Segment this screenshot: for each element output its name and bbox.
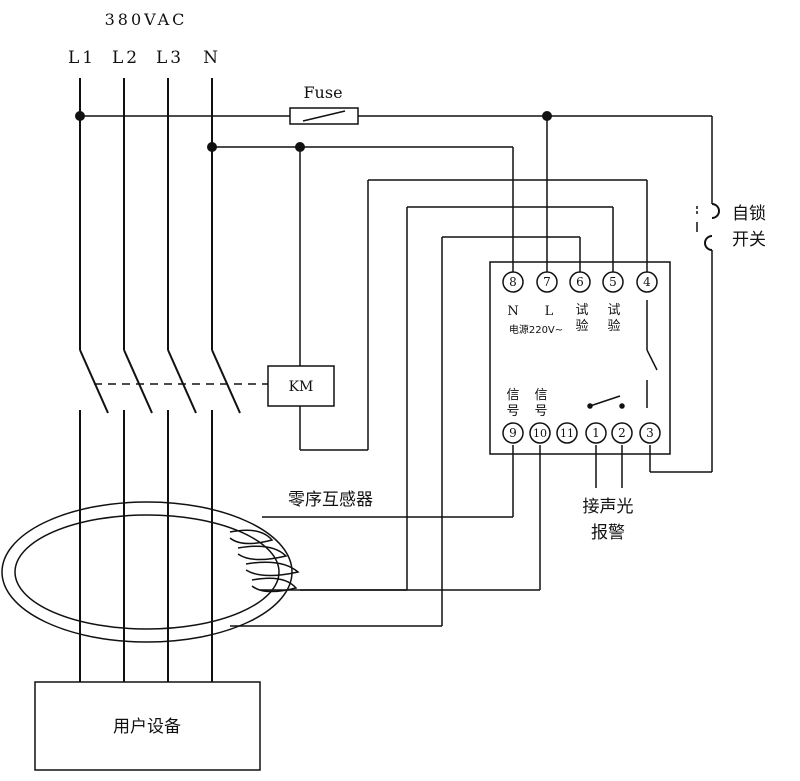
line-label-l2: L2 — [112, 48, 140, 68]
terminal-8[interactable] — [502, 271, 524, 293]
terminal-1[interactable] — [585, 422, 607, 444]
terminal-8-number: 8 — [509, 275, 517, 289]
breaker-blade-n — [211, 349, 241, 414]
label-test1-b: 验 — [575, 318, 588, 334]
km-label: KM — [289, 379, 314, 395]
label-signal2-a: 信 — [534, 388, 547, 403]
terminal-6-number: 6 — [576, 275, 584, 289]
breaker-blade-l3 — [167, 349, 197, 414]
label-test2-b: 验 — [607, 318, 620, 334]
terminal-7[interactable] — [536, 271, 558, 293]
ct-label: 零序互感器 — [288, 490, 373, 510]
terminal-9[interactable] — [502, 422, 524, 444]
terminal-3[interactable] — [639, 422, 661, 444]
line-label-l3: L3 — [156, 48, 184, 68]
terminal-2-number: 2 — [618, 426, 626, 440]
junction-fuse-out — [542, 111, 552, 121]
line-label-n: N — [203, 48, 221, 68]
breaker-blade-l2 — [123, 349, 153, 414]
supply-voltage-label: 380VAC — [105, 10, 188, 29]
terminal-4[interactable] — [636, 271, 658, 293]
terminal-3-number: 3 — [646, 426, 654, 440]
terminal-10-number: 10 — [533, 427, 547, 440]
km-contactor-coil — [267, 365, 335, 407]
terminal-5[interactable] — [602, 271, 624, 293]
alarm-label-1: 接声光 — [583, 497, 634, 517]
terminal-11-number: 11 — [560, 427, 574, 440]
breaker-blade-l1 — [79, 349, 109, 414]
user-equipment-box — [34, 681, 261, 771]
label-l: L — [545, 304, 554, 319]
alarm-label-2: 报警 — [591, 523, 625, 543]
self-lock-label-1: 自锁 — [732, 204, 766, 224]
terminal-5-number: 5 — [609, 275, 617, 289]
label-n: N — [507, 304, 518, 319]
terminal-1-number: 1 — [592, 426, 600, 440]
label-test2-a: 试 — [607, 303, 620, 318]
terminal-6[interactable] — [569, 271, 591, 293]
label-test1-a: 试 — [575, 303, 588, 318]
junction-km-n — [295, 142, 305, 152]
label-signal1-b: 号 — [506, 404, 519, 419]
fuse-label: Fuse — [303, 83, 342, 102]
terminal-7-number: 7 — [543, 275, 551, 289]
junction-n — [207, 142, 217, 152]
user-equipment-label: 用户设备 — [113, 717, 181, 737]
relay-module — [489, 261, 671, 455]
self-lock-switch-symbol — [696, 203, 720, 251]
terminal-10[interactable] — [529, 422, 551, 444]
zero-sequence-ct — [1, 501, 300, 643]
label-signal1-a: 信 — [506, 388, 519, 403]
self-lock-label-2: 开关 — [732, 230, 766, 250]
terminal-4-number: 4 — [643, 275, 651, 289]
terminal-9-number: 9 — [509, 426, 517, 440]
junction-l1 — [75, 111, 85, 121]
terminal-11[interactable] — [556, 422, 578, 444]
label-signal2-b: 号 — [534, 404, 547, 419]
relay-internal-contacts — [587, 300, 658, 409]
line-label-l1: L1 — [68, 48, 96, 68]
terminal-2[interactable] — [611, 422, 633, 444]
label-power: 电源220V~ — [509, 323, 563, 336]
fuse-element — [302, 110, 346, 122]
